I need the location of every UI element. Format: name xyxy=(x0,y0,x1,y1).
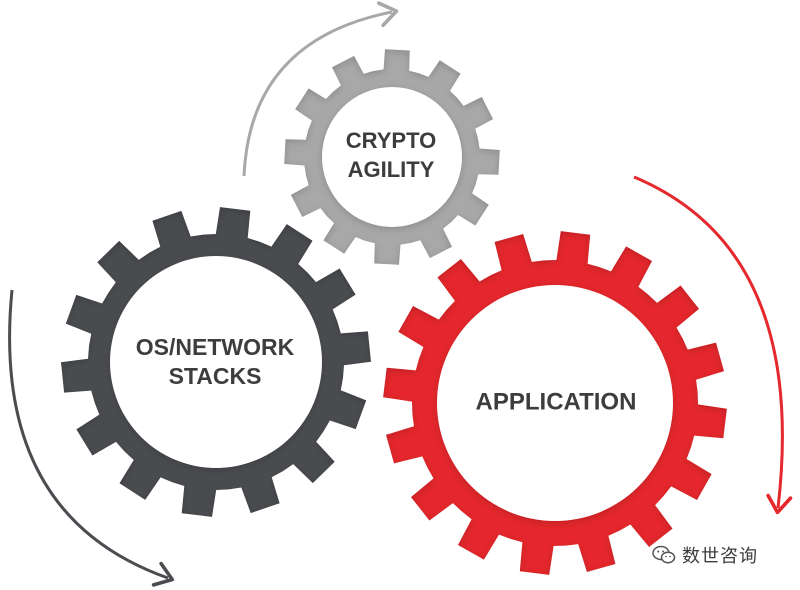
gear-crypto-agility: CRYPTO AGILITY xyxy=(284,49,500,265)
arrow-crypto-rotation xyxy=(242,1,399,177)
wechat-icon xyxy=(652,545,676,564)
arrow-os-network-rotation xyxy=(8,289,175,587)
gear-label-os-line1: OS/NETWORK xyxy=(136,334,295,360)
gear-application: APPLICATION xyxy=(383,231,727,575)
arrow-application-rotation xyxy=(633,175,793,515)
gear-os-network-stacks: OS/NETWORK STACKS xyxy=(61,207,371,517)
gear-label-crypto-line1: CRYPTO xyxy=(346,128,436,153)
gear-label-application: APPLICATION xyxy=(476,388,637,415)
gear-label-crypto-line2: AGILITY xyxy=(348,157,435,182)
watermark: 数世咨询 xyxy=(652,541,758,569)
gear-label-os-line2: STACKS xyxy=(169,363,262,389)
watermark-text: 数世咨询 xyxy=(682,546,758,567)
